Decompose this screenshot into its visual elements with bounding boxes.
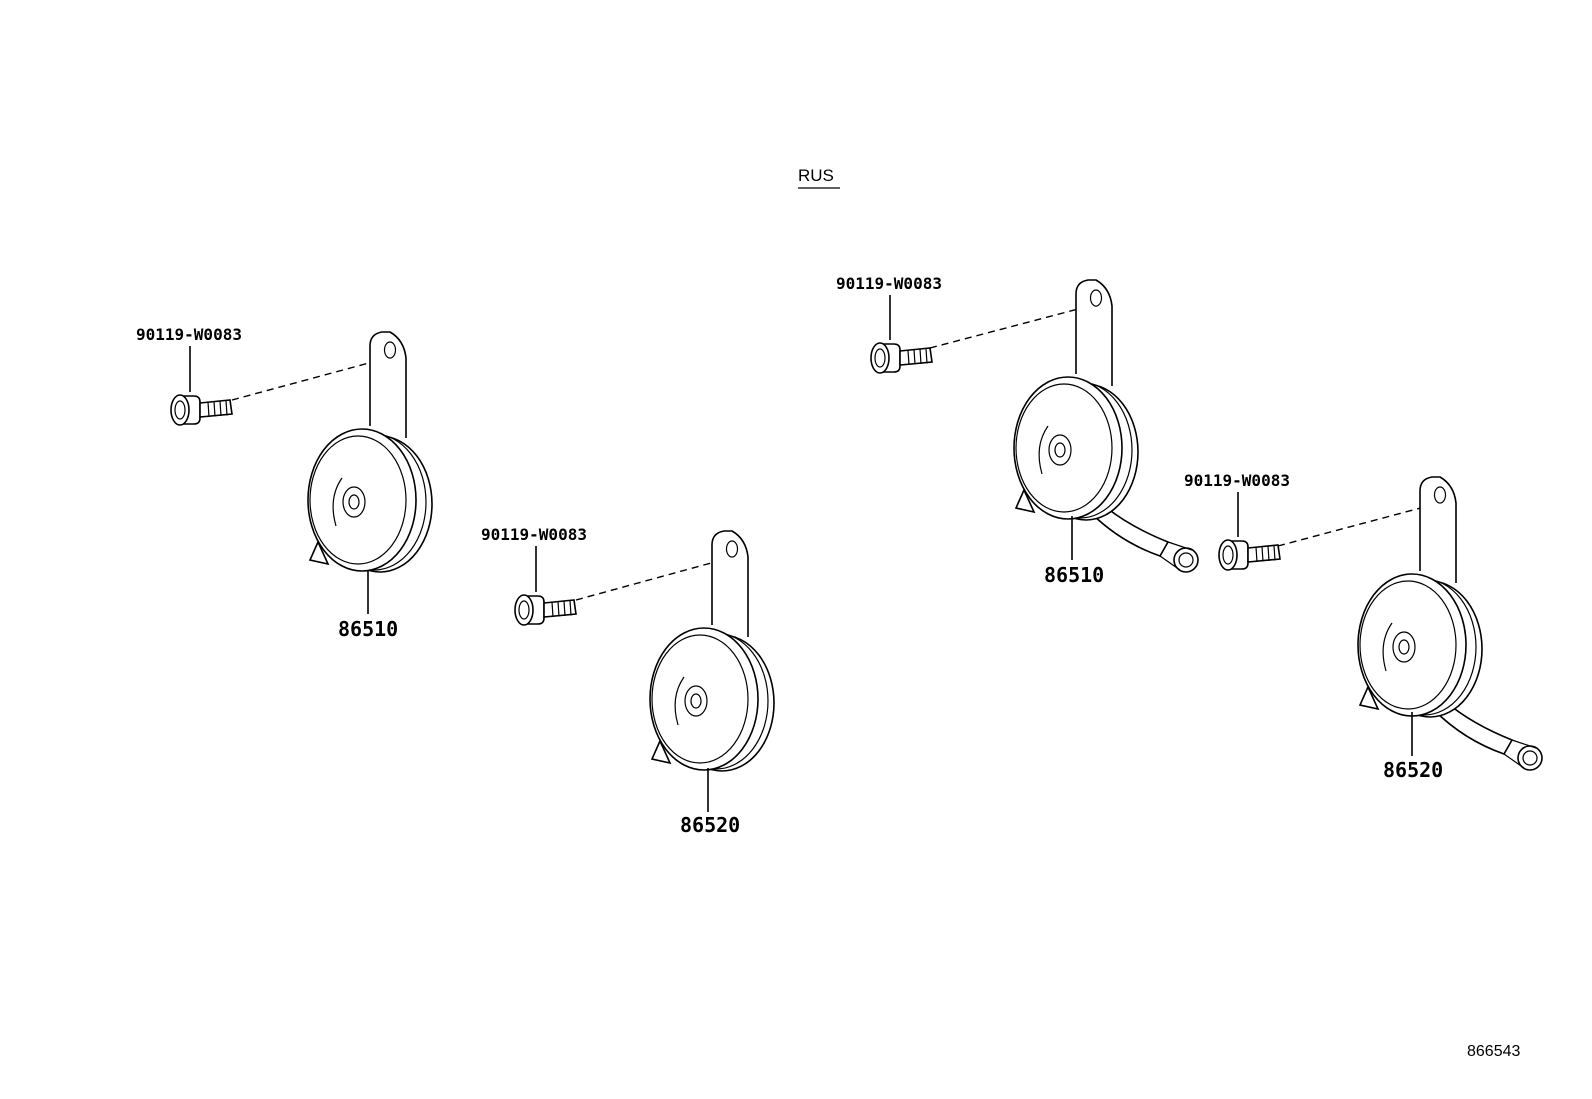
bolt-icon[interactable]	[870, 342, 933, 374]
bolt-icon[interactable]	[170, 394, 233, 426]
horn-group-left-center: 90119-W0083 86520	[481, 525, 775, 837]
bolt-icon[interactable]	[1218, 539, 1281, 571]
horn-part-label[interactable]: 86510	[338, 617, 398, 641]
horn-part-label[interactable]: 86520	[680, 813, 740, 837]
bolt-part-label[interactable]: 90119-W0083	[481, 525, 587, 544]
horn-icon[interactable]	[1357, 476, 1483, 718]
bolt-icon[interactable]	[514, 594, 577, 626]
horn-icon[interactable]	[307, 331, 433, 573]
assembly-dash-line	[1277, 505, 1429, 547]
horn-icon[interactable]	[1013, 279, 1139, 521]
horn-group-left: 90119-W0083 86510	[136, 325, 433, 641]
horn-group-right-lower: 90119-W0083 86520	[1184, 471, 1543, 782]
bolt-part-label[interactable]: 90119-W0083	[136, 325, 242, 344]
horn-part-label[interactable]: 86510	[1044, 563, 1104, 587]
horn-icon[interactable]	[649, 530, 775, 772]
figure-number: 866543	[1467, 1043, 1520, 1060]
assembly-dash-line	[575, 559, 723, 601]
bolt-part-label[interactable]: 90119-W0083	[1184, 471, 1290, 490]
variant-label: RUS	[798, 166, 834, 185]
assembly-dash-line	[231, 359, 381, 401]
horn-group-right-upper: 90119-W0083 86510	[836, 274, 1199, 587]
bolt-part-label[interactable]: 90119-W0083	[836, 274, 942, 293]
assembly-dash-line	[929, 307, 1083, 349]
horn-part-label[interactable]: 86520	[1383, 758, 1443, 782]
